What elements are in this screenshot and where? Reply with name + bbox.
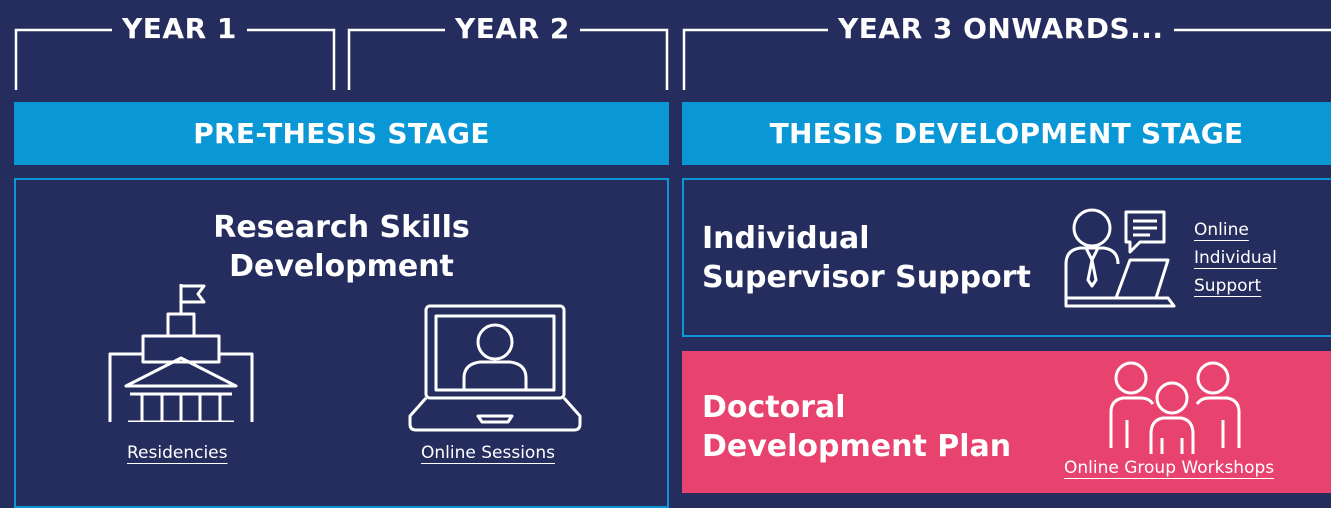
year1-label: YEAR 1 (112, 12, 247, 45)
pre-thesis-stage-bar: PRE-THESIS STAGE (14, 102, 669, 165)
supervisor-support-title: Individual Supervisor Support (702, 219, 1031, 297)
group-people-icon (1109, 361, 1241, 454)
support-link-line2[interactable]: Individual (1194, 248, 1277, 268)
supervisor-title-line2: Supervisor Support (702, 260, 1031, 295)
research-skills-title: Research Skills Development (16, 208, 667, 286)
university-building-icon (108, 284, 254, 422)
laptop-user-icon (408, 304, 582, 432)
residencies-link[interactable]: Residencies (127, 443, 228, 463)
year3-label: YEAR 3 ONWARDS... (828, 12, 1174, 45)
thesis-development-stage-bar: THESIS DEVELOPMENT STAGE (682, 102, 1331, 165)
support-link-line3[interactable]: Support (1194, 276, 1262, 296)
supervisor-title-line1: Individual (702, 221, 870, 256)
online-individual-support-link[interactable]: Online Individual Support (1194, 216, 1277, 300)
support-link-line1[interactable]: Online (1194, 220, 1249, 240)
year2-label: YEAR 2 (445, 12, 580, 45)
supervisor-chat-icon (1064, 208, 1176, 308)
ddp-title: Doctoral Development Plan (702, 388, 1011, 466)
doctoral-development-plan-box: Doctoral Development Plan Online Group W… (682, 351, 1331, 493)
research-title-line2: Development (229, 249, 454, 284)
supervisor-support-box: Individual Supervisor Support Online Ind… (682, 178, 1331, 337)
research-skills-box: Research Skills Development Residencies … (14, 178, 669, 508)
online-group-workshops-link[interactable]: Online Group Workshops (1064, 458, 1275, 478)
research-title-line1: Research Skills (213, 210, 470, 245)
year1-bracket: YEAR 1 (14, 0, 336, 92)
online-sessions-link[interactable]: Online Sessions (421, 443, 555, 463)
year3-bracket: YEAR 3 ONWARDS... (682, 0, 1331, 92)
ddp-title-line2: Development Plan (702, 429, 1012, 464)
ddp-title-line1: Doctoral (702, 390, 846, 425)
year2-bracket: YEAR 2 (347, 0, 669, 92)
